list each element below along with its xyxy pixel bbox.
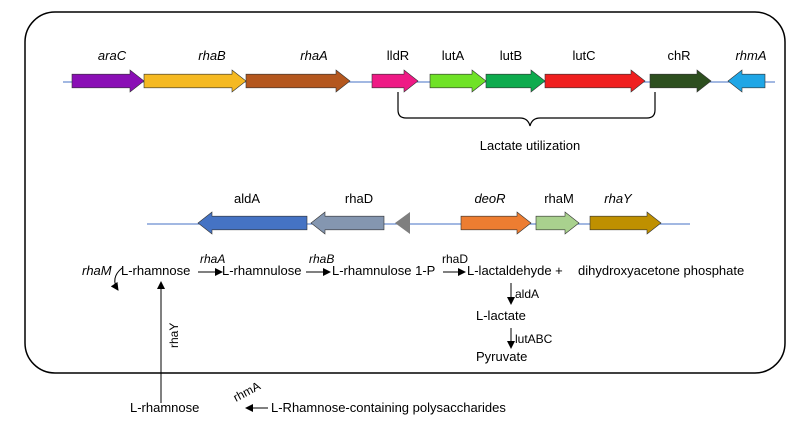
cell-boundary bbox=[24, 11, 786, 374]
l-rhamnose: L-rhamnose bbox=[121, 263, 190, 278]
l-rhamnose-outside: L-rhamnose bbox=[130, 400, 199, 415]
rhamnose-polysaccharides: L-Rhamnose-containing polysaccharides bbox=[271, 400, 506, 415]
rhaB-label: rhaB bbox=[309, 252, 334, 266]
operon1-gene-rhaB-label: rhaB bbox=[198, 48, 226, 63]
operon2-gene-deoR-arrow bbox=[460, 211, 532, 235]
operon1-gene-lutA-arrow bbox=[429, 69, 487, 93]
operon2-gene-rhaY-label: rhaY bbox=[604, 191, 633, 206]
l-lactate: L-lactate bbox=[476, 308, 526, 323]
operon2-gene-unlabeled-arrow bbox=[395, 212, 410, 234]
rhmA-label: rhmA bbox=[231, 379, 263, 405]
lactate-utilization-label: Lactate utilization bbox=[480, 138, 580, 153]
operon1-gene-lutC-arrow bbox=[544, 69, 646, 93]
rhaD-label: rhaD bbox=[442, 252, 468, 266]
operon1-gene-lutA-label: lutA bbox=[442, 48, 465, 63]
rhaY-label: rhaY bbox=[167, 323, 181, 348]
operon2-gene-rhaD-label: rhaD bbox=[345, 191, 373, 206]
operon1-gene-chR-arrow bbox=[649, 69, 712, 93]
l-rhamnulose-1-p: L-rhamnulose 1-P bbox=[332, 263, 435, 278]
operon1-gene-lutC-label: lutC bbox=[572, 48, 595, 63]
operon2-gene-rhaD-arrow bbox=[310, 211, 385, 235]
operon1-gene-rhaA-arrow bbox=[245, 69, 351, 93]
operon2-gene-rhaM-label: rhaM bbox=[544, 191, 574, 206]
operon1-gene-araC-label: araC bbox=[98, 48, 127, 63]
aldA-label: aldA bbox=[515, 287, 539, 301]
l-lactaldehyde: L-lactaldehyde + bbox=[467, 263, 563, 278]
operon1-gene-rhaA-label: rhaA bbox=[300, 48, 327, 63]
operon1-gene-lldR-label: lldR bbox=[387, 48, 409, 63]
rhaA-label: rhaA bbox=[200, 252, 225, 266]
lactate-utilization-bracket bbox=[397, 92, 656, 127]
operon2-gene-aldA-arrow bbox=[197, 211, 308, 235]
operon1-gene-rhaB-arrow bbox=[143, 69, 247, 93]
operon1: araC rhaB rhaA lldR lutA lutB lutC chR rhmA bbox=[71, 48, 767, 93]
pyruvate: Pyruvate bbox=[476, 349, 527, 364]
rhaM-curved-arrow bbox=[110, 267, 123, 291]
rhaM-label: rhaM bbox=[82, 263, 112, 278]
operon2-gene-rhaY-arrow bbox=[589, 211, 662, 235]
operon1-gene-lutB-arrow bbox=[485, 69, 546, 93]
operon1-gene-lldR-arrow bbox=[371, 69, 419, 93]
operon1-gene-rhmA-label: rhmA bbox=[735, 48, 766, 63]
operon2-gene-aldA-label: aldA bbox=[234, 191, 260, 206]
operon1-gene-chR-label: chR bbox=[667, 48, 690, 63]
lutABC-label: lutABC bbox=[515, 332, 553, 346]
l-rhamnulose: L-rhamnulose bbox=[222, 263, 302, 278]
operon2: aldA rhaD deoR rhaM rhaY bbox=[197, 191, 662, 235]
dihydroxyacetone-phosphate: dihydroxyacetone phosphate bbox=[578, 263, 744, 278]
operon2-gene-deoR-label: deoR bbox=[474, 191, 505, 206]
operon2-gene-rhaM-arrow bbox=[535, 211, 580, 235]
operon1-gene-araC-arrow bbox=[71, 69, 145, 93]
operon1-gene-rhmA-arrow bbox=[727, 69, 766, 93]
operon1-gene-lutB-label: lutB bbox=[500, 48, 522, 63]
